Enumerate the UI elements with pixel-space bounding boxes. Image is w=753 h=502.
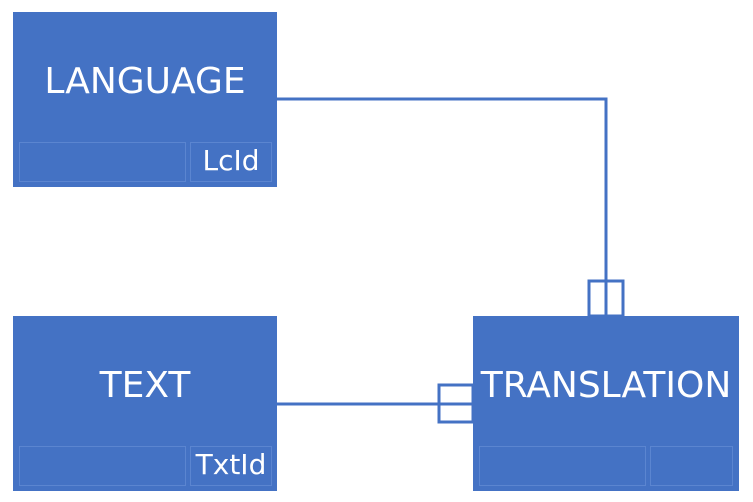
entity-language-title: LANGUAGE <box>44 61 246 102</box>
cardinality-mark-language-translation <box>587 279 608 318</box>
entity-language-key: LcId <box>190 142 272 182</box>
entity-text-field-empty <box>19 446 186 486</box>
cardinality-mark-text-translation <box>437 402 475 424</box>
entity-translation-key <box>650 446 733 486</box>
entity-translation: TRANSLATION <box>473 316 739 491</box>
entity-text: TEXT TxtId <box>13 316 277 491</box>
entity-translation-title: TRANSLATION <box>480 365 732 406</box>
cardinality-mark-language-translation <box>604 279 625 318</box>
entity-language: LANGUAGE LcId <box>13 12 277 187</box>
entity-translation-field-empty <box>479 446 646 486</box>
entity-text-key: TxtId <box>190 446 272 486</box>
entity-language-field-empty <box>19 142 186 182</box>
relationship-language-translation <box>277 97 608 316</box>
entity-text-title: TEXT <box>99 365 191 406</box>
cardinality-mark-text-translation <box>437 383 475 406</box>
